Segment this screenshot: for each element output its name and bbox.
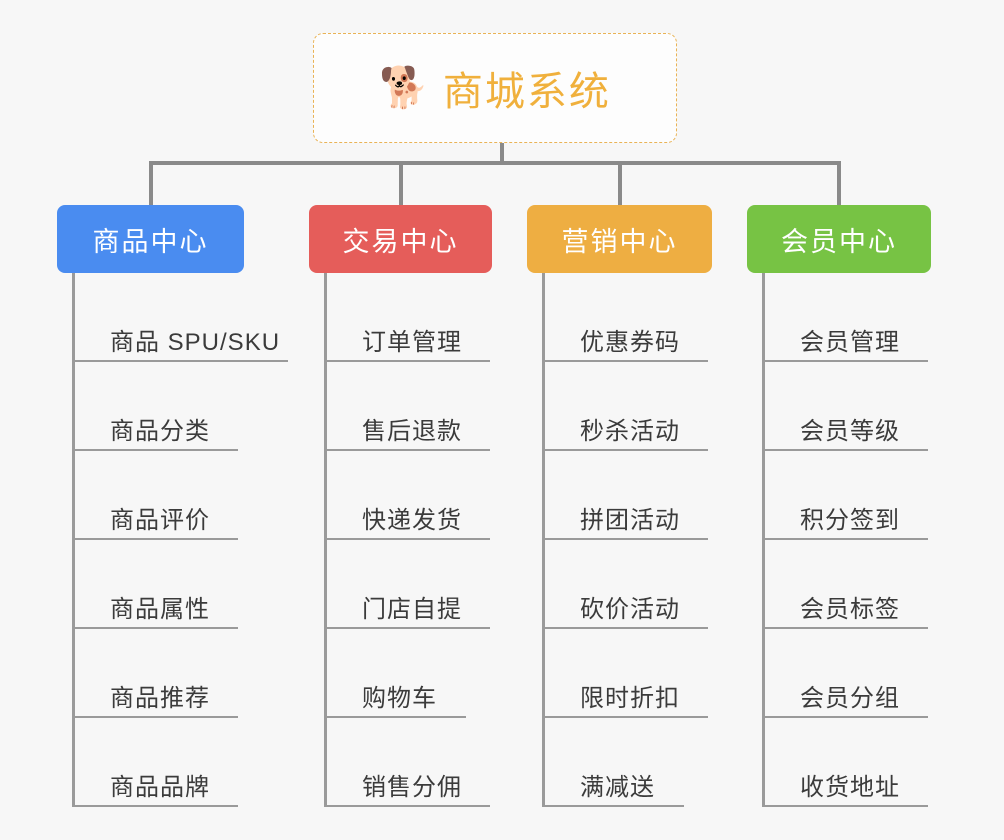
leaf-trunk-line: [72, 273, 75, 807]
leaf-item[interactable]: 商品 SPU/SKU: [72, 273, 288, 362]
leaf-item[interactable]: 商品属性: [72, 540, 238, 629]
leaf-item-label: 收货地址: [800, 773, 900, 801]
category-label: 交易中心: [342, 226, 459, 257]
leaf-item[interactable]: 商品品牌: [72, 718, 238, 807]
leaf-item[interactable]: 积分签到: [762, 451, 928, 540]
leaf-item-label: 商品 SPU/SKU: [110, 328, 281, 356]
leaf-trunk-line: [324, 273, 327, 807]
leaf-item[interactable]: 门店自提: [324, 540, 490, 629]
leaf-item-label: 门店自提: [362, 595, 462, 623]
leaf-item[interactable]: 砍价活动: [542, 540, 708, 629]
leaf-item-label: 商品品牌: [110, 773, 210, 801]
category-label: 营销中心: [561, 226, 678, 257]
leaf-item-label: 会员分组: [800, 684, 900, 712]
leaf-item[interactable]: 优惠券码: [542, 273, 708, 362]
horizontal-bus-line: [148, 161, 841, 165]
root-stem-line: [500, 143, 504, 165]
leaf-item-label: 秒杀活动: [580, 417, 680, 445]
category-node-marketing-center[interactable]: 营销中心: [527, 205, 712, 273]
branch-drop-line-product-center: [148, 161, 153, 205]
category-node-member-center[interactable]: 会员中心: [747, 205, 931, 273]
leaf-trunk-line: [542, 273, 545, 807]
leaf-item-label: 商品评价: [110, 506, 210, 534]
leaf-item[interactable]: 满减送: [542, 718, 684, 807]
leaf-item-label: 满减送: [580, 773, 655, 801]
leaf-item-label: 商品分类: [110, 417, 210, 445]
leaf-item[interactable]: 拼团活动: [542, 451, 708, 540]
branch-drop-line-member-center: [837, 161, 841, 205]
branch-drop-line-trade-center: [398, 161, 403, 205]
leaf-item-label: 订单管理: [362, 328, 462, 356]
leaf-item[interactable]: 销售分佣: [324, 718, 490, 807]
leaf-item[interactable]: 订单管理: [324, 273, 490, 362]
root-title: 商城系统: [442, 70, 611, 114]
leaf-item[interactable]: 秒杀活动: [542, 362, 708, 451]
leaf-item-label: 售后退款: [362, 417, 462, 445]
leaf-item-label: 销售分佣: [362, 773, 462, 801]
leaf-item[interactable]: 商品评价: [72, 451, 238, 540]
leaf-item-label: 购物车: [362, 684, 437, 712]
category-label: 会员中心: [781, 226, 897, 257]
leaf-item-label: 优惠券码: [580, 328, 680, 356]
leaf-item[interactable]: 商品分类: [72, 362, 238, 451]
leaf-item[interactable]: 会员标签: [762, 540, 928, 629]
category-label: 商品中心: [92, 226, 209, 257]
leaf-item-label: 拼团活动: [580, 506, 680, 534]
leaf-item[interactable]: 商品推荐: [72, 629, 238, 718]
leaf-item-label: 会员管理: [800, 328, 900, 356]
category-node-trade-center[interactable]: 交易中心: [309, 205, 492, 273]
leaf-item-label: 砍价活动: [580, 595, 680, 623]
leaf-item[interactable]: 购物车: [324, 629, 466, 718]
shiba-dog-face-icon: 🐕: [379, 66, 429, 110]
leaf-item-label: 积分签到: [800, 506, 900, 534]
leaf-item[interactable]: 会员管理: [762, 273, 928, 362]
leaf-item-label: 限时折扣: [580, 684, 680, 712]
leaf-item[interactable]: 收货地址: [762, 718, 928, 807]
leaf-item-label: 快递发货: [362, 506, 462, 534]
category-node-product-center[interactable]: 商品中心: [57, 205, 244, 273]
branch-drop-line-marketing-center: [617, 161, 622, 205]
leaf-item[interactable]: 售后退款: [324, 362, 490, 451]
leaf-item-label: 会员等级: [800, 417, 900, 445]
leaf-item[interactable]: 快递发货: [324, 451, 490, 540]
leaf-trunk-line: [762, 273, 765, 807]
root-node[interactable]: 🐕 商城系统: [313, 33, 677, 143]
leaf-item-label: 商品推荐: [110, 684, 210, 712]
leaf-item-label: 商品属性: [110, 595, 210, 623]
leaf-item[interactable]: 会员等级: [762, 362, 928, 451]
leaf-item-label: 会员标签: [800, 595, 900, 623]
leaf-item[interactable]: 限时折扣: [542, 629, 708, 718]
leaf-item[interactable]: 会员分组: [762, 629, 928, 718]
